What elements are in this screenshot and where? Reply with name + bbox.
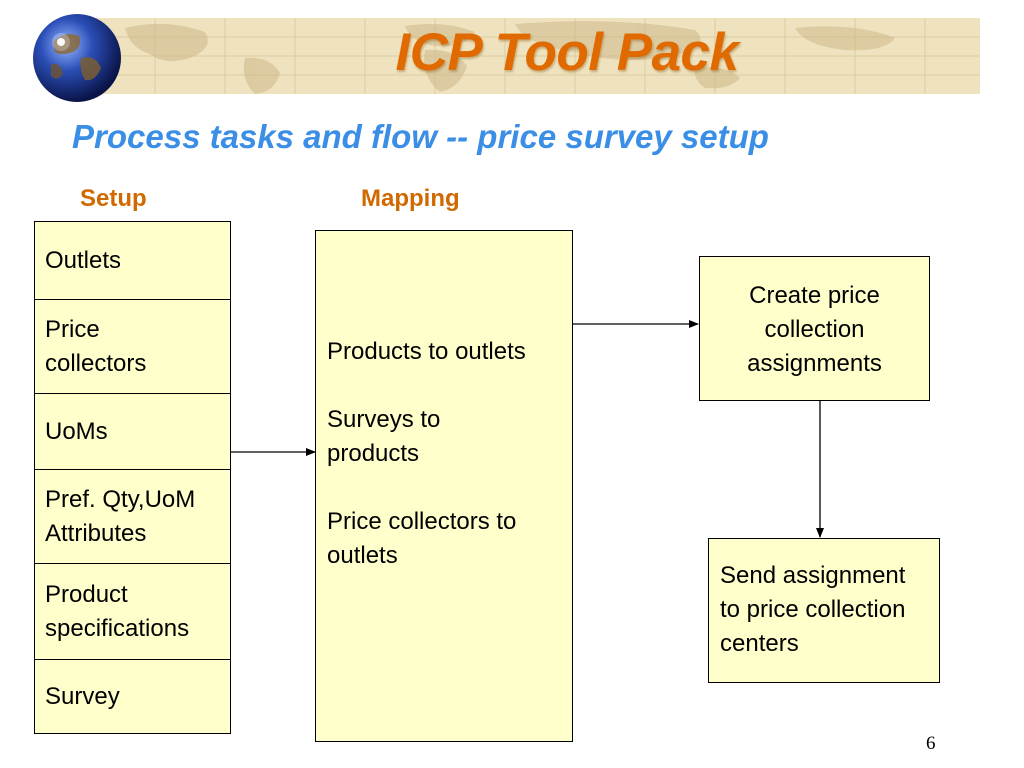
setup-item-survey: Survey — [35, 660, 230, 733]
create-box-line: assignments — [747, 350, 882, 377]
mapping-box: Products to outlets Surveys to products … — [315, 230, 573, 742]
mapping-line-price-collectors: Price collectors to — [327, 508, 517, 535]
setup-item-label: UoMs — [45, 417, 108, 445]
page-subtitle: Process tasks and flow -- price survey s… — [72, 118, 769, 155]
create-box-line: Create price — [749, 282, 880, 309]
setup-item-product-specifications: Product specifications — [35, 564, 230, 660]
create-box-line: collection — [764, 316, 865, 343]
setup-item-label: Price collectors — [45, 315, 147, 377]
send-assignment-box: Send assignment to price collection cent… — [708, 538, 940, 683]
mapping-line-surveys: Surveys to — [327, 406, 441, 433]
setup-item-pref-qty-uom: Pref. Qty,UoM Attributes — [35, 470, 230, 564]
setup-list: Outlets Price collectors UoMs Pref. Qty,… — [34, 221, 231, 734]
setup-item-price-collectors: Price collectors — [35, 300, 230, 394]
page-title: ICP Tool Pack — [395, 23, 740, 82]
mapping-line-products: products — [327, 440, 420, 467]
create-assignments-box: Create price collection assignments — [699, 256, 930, 401]
page-number: 6 — [926, 733, 936, 754]
title-banner — [95, 18, 980, 94]
mapping-heading: Mapping — [361, 185, 460, 212]
setup-item-label: Survey — [45, 682, 120, 710]
setup-item-outlets: Outlets — [35, 222, 230, 300]
setup-item-label: Pref. Qty,UoM Attributes — [45, 485, 196, 547]
globe-logo — [33, 14, 121, 102]
setup-item-label: Outlets — [45, 246, 122, 274]
world-map-background — [95, 18, 980, 94]
mapping-line-products-outlets: Products to outlets — [327, 338, 526, 365]
send-box-line: to price collection — [720, 596, 906, 623]
setup-item-uoms: UoMs — [35, 394, 230, 470]
setup-heading: Setup — [80, 185, 147, 212]
send-box-line: centers — [720, 630, 799, 657]
send-box-line: Send assignment — [720, 562, 906, 589]
setup-item-label: Product specifications — [45, 580, 190, 642]
mapping-line-outlets: outlets — [327, 542, 398, 569]
